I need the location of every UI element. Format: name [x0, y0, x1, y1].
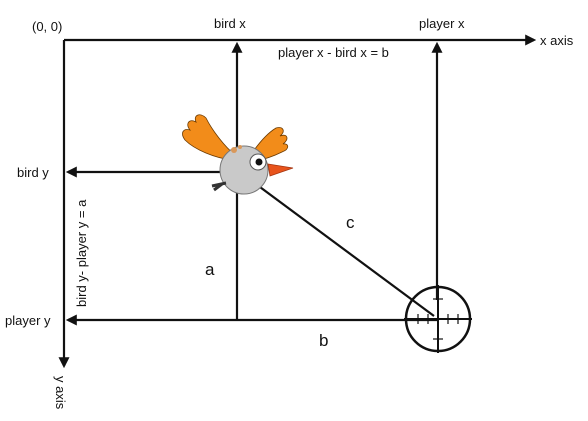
hypotenuse-line [244, 175, 435, 317]
equation-a-label: bird y- player y = a [74, 199, 89, 307]
side-a-label: a [205, 260, 215, 279]
side-c-label: c [346, 213, 355, 232]
y-axis-label: y axis [53, 376, 68, 410]
origin-label: (0, 0) [32, 19, 62, 34]
crosshair-icon [404, 285, 472, 353]
x-axis-label: x axis [540, 33, 574, 48]
player-x-label: player x [419, 16, 465, 31]
equation-b-label: player x - bird x = b [278, 45, 389, 60]
bird-y-label: bird y [17, 165, 49, 180]
bird-x-label: bird x [214, 16, 246, 31]
bird-icon [182, 114, 294, 195]
side-b-label: b [319, 331, 328, 350]
player-y-label: player y [5, 313, 51, 328]
